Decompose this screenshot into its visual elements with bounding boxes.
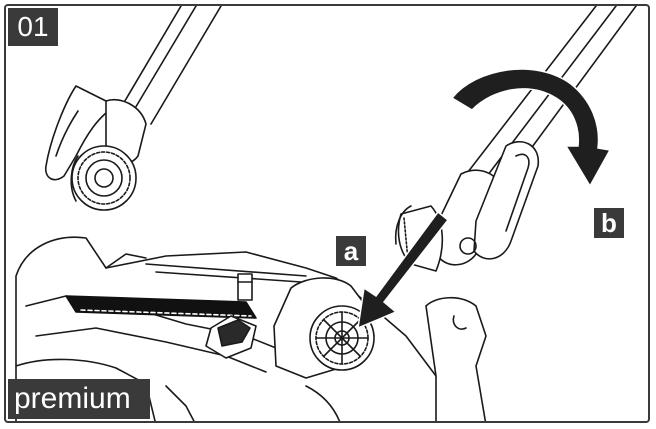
arrow-a-icon — [357, 210, 450, 330]
step-number-badge: 01 — [8, 8, 58, 46]
left-clamp-wheel — [44, 85, 147, 211]
illustration-frame: 01 a b premium — [4, 4, 650, 423]
mower-body — [15, 236, 487, 421]
edition-badge: premium — [8, 379, 150, 419]
right-handle-tube — [460, 6, 637, 197]
callout-label-b: b — [594, 208, 624, 238]
arrow-b-rotation-icon — [450, 68, 612, 188]
left-handle-tube — [115, 6, 222, 125]
callout-label-a: a — [336, 236, 366, 266]
body-wheel — [309, 305, 375, 371]
assembly-illustration — [15, 6, 637, 421]
